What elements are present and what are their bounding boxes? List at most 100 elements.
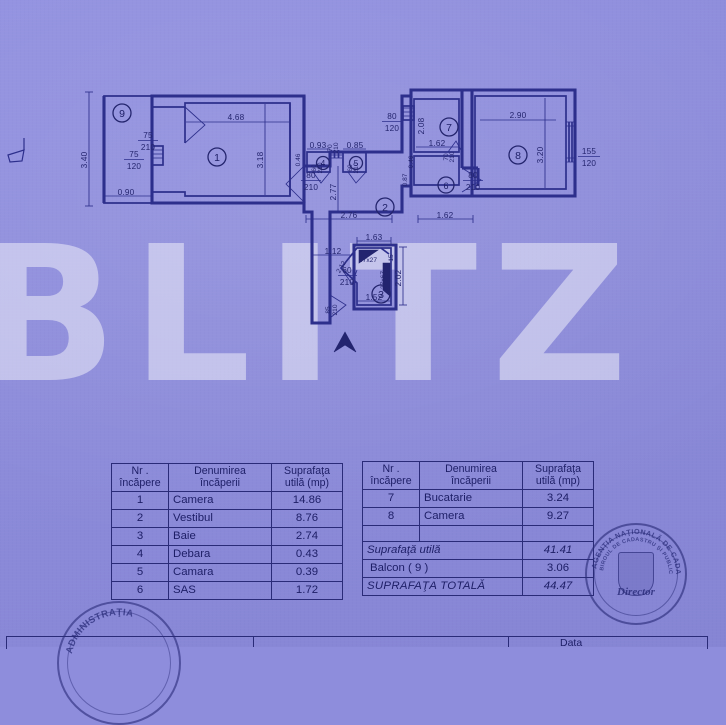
room-schedule-table-right: Nr . încăpere Denumirea încăperii Supraf… [362,460,594,597]
footer-table-divider-2 [508,636,509,647]
svg-text:15: 15 [388,254,395,262]
table-row: 8 Camera 9.27 [362,507,594,527]
floor-plan-drawing: 3.40 0.90 4.68 3.18 0.46 0.46 0.93 0.85 … [7,88,600,353]
svg-text:155: 155 [582,147,597,156]
svg-text:1.12: 1.12 [325,247,342,256]
svg-text:120: 120 [385,124,400,133]
table-row: 6 SAS 1.72 [111,581,343,601]
svg-text:1.52: 1.52 [366,293,383,302]
svg-text:70: 70 [327,144,334,152]
svg-text:1.62: 1.62 [429,139,446,148]
svg-text:1.62: 1.62 [437,211,454,220]
svg-text:2.76: 2.76 [341,211,358,220]
header-name: Denumirea încăperii [419,460,523,491]
room-schedule-table-left: Nr . încăpere Denumirea încăperii Supraf… [111,462,343,601]
cell-empty-nr [362,525,420,543]
room-number-7: 7 [439,117,459,137]
svg-text:210: 210 [141,143,156,152]
table-header-row: Nr . încăpere Denumirea încăperii Supraf… [111,462,343,493]
svg-text:2.90: 2.90 [510,111,527,120]
room-number-3: 3 [371,284,391,304]
room-number-2: 2 [375,197,395,217]
header-name-line2: încăperii [450,474,492,487]
cell-name: Vestibul [168,509,272,529]
table-row: 7 Bucatarie 3.24 [362,489,594,509]
svg-text:0.93: 0.93 [310,141,327,150]
svg-text:1.63: 1.63 [366,233,383,242]
value-suprafata-utila: 41.41 [522,541,594,561]
header-nr-line2: încăpere [370,474,412,487]
header-area-line2: utilă (mp) [535,474,581,487]
table-header-row: Nr . încăpere Denumirea încăperii Supraf… [362,460,594,491]
table-row: 5 Camara 0.39 [111,563,343,583]
svg-text:60: 60 [311,164,318,172]
svg-text:3.18: 3.18 [256,151,265,168]
cell-area: 2.74 [271,527,343,547]
room-number-5: 5 [348,155,364,171]
svg-text:4: 4 [321,159,326,168]
svg-text:210: 210 [332,304,339,315]
cell-area: 1.72 [271,581,343,601]
header-area: Suprafaţa utilă (mp) [271,462,343,493]
svg-text:3: 3 [378,289,384,301]
svg-text:27x67: 27x67 [380,271,387,289]
svg-text:60: 60 [347,164,354,172]
cell-nr: 8 [362,507,420,527]
label-suprafata-totala: SUPRAFAŢA TOTALĂ [362,577,523,597]
svg-text:2.08: 2.08 [417,117,426,134]
label-balcon: Balcon ( 9 ) [362,559,523,579]
cell-nr: 5 [111,563,169,583]
svg-text:2.77: 2.77 [329,183,338,200]
svg-text:0.46: 0.46 [295,153,302,166]
svg-text:1: 1 [214,152,220,164]
svg-text:5: 5 [354,159,359,168]
table-row: 4 Debara 0.43 [111,545,343,565]
svg-text:8: 8 [515,150,521,162]
svg-text:210: 210 [333,142,340,153]
cell-area: 8.76 [271,509,343,529]
cell-name: SAS [168,581,272,601]
header-area: Suprafaţa utilă (mp) [522,460,594,491]
cell-empty-name [419,525,523,543]
svg-text:47x27: 47x27 [359,257,377,264]
cell-nr: 4 [111,545,169,565]
cell-name: Camara [168,563,272,583]
svg-text:120: 120 [582,159,597,168]
svg-text:85: 85 [325,306,332,314]
svg-text:3.20: 3.20 [536,146,545,163]
cell-nr: 3 [111,527,169,547]
header-area-line1: Suprafaţa [535,463,581,475]
svg-text:120: 120 [127,162,142,171]
north-arrow-icon [333,331,357,353]
svg-text:80: 80 [306,171,316,180]
cell-name: Camera [168,491,272,511]
cell-area: 14.86 [271,491,343,511]
svg-text:75: 75 [143,131,153,140]
cell-nr: 6 [111,581,169,601]
cell-area: 3.24 [522,489,594,509]
room-number-1: 1 [207,147,227,167]
edge-pen-mark [7,138,25,163]
table-row: 2 Vestibul 8.76 [111,509,343,529]
room-number-6: 6 [437,176,455,194]
svg-text:70: 70 [443,153,450,161]
svg-text:210: 210 [353,162,360,173]
cell-nr: 1 [111,491,169,511]
svg-text:60: 60 [342,266,352,275]
svg-text:3.40: 3.40 [80,151,89,168]
svg-text:4.68: 4.68 [228,113,245,122]
svg-text:75: 75 [129,150,139,159]
header-area-line2: utilă (mp) [284,476,330,489]
svg-text:210: 210 [466,183,481,192]
svg-text:2: 2 [382,202,388,214]
header-name-line1: Denumirea [445,463,497,475]
cell-nr: 2 [111,509,169,529]
svg-text:2.02: 2.02 [394,269,403,286]
room-number-8: 8 [508,145,528,165]
cell-area: 0.39 [271,563,343,583]
svg-text:210: 210 [449,151,456,162]
value-suprafata-totala: 44.47 [522,577,594,597]
cell-name: Camera [419,507,523,527]
svg-text:210: 210 [340,278,355,287]
summary-row-total: SUPRAFAŢA TOTALĂ 44.47 [362,577,594,597]
